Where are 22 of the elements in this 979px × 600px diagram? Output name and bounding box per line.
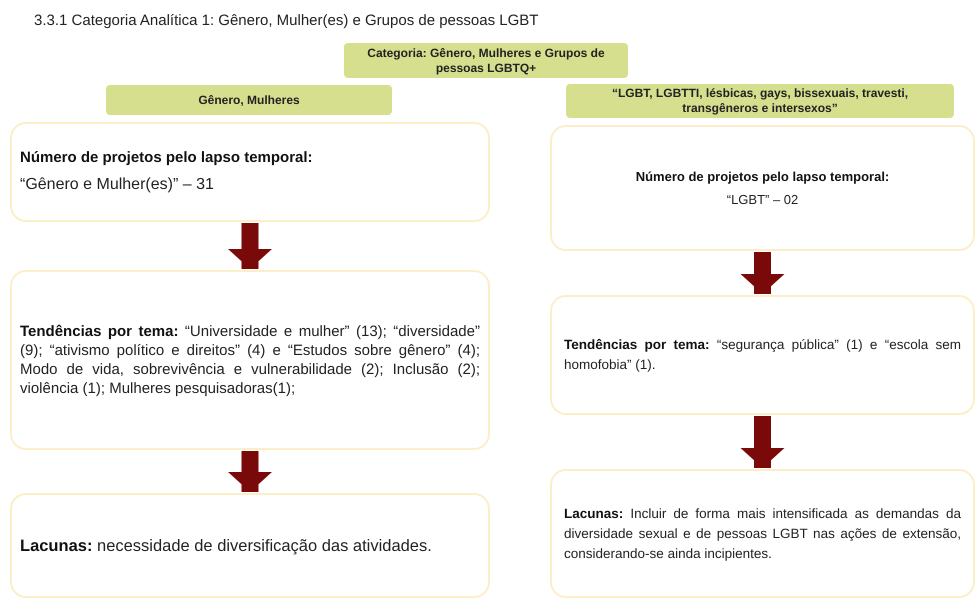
- title: 3.3.1 Categoria Analítica 1: Gênero, Mulher(es) e Grupos de pessoas LGBT: [34, 11, 538, 31]
- block-arrow: [740, 252, 784, 294]
- body-text: “Gênero e Mulher(es)” – 31: [20, 175, 215, 196]
- header-bar: Gênero, Mulheres: [106, 85, 392, 115]
- heading-text: Número de projetos pelo lapso temporal:: [636, 168, 890, 186]
- heading-text: Número de projetos pelo lapso temporal:: [20, 148, 314, 168]
- block-arrow: [740, 416, 784, 468]
- body-text: “LGBT” – 02: [726, 191, 798, 209]
- paragraph: Lacunas: Incluir de forma mais intensificada as demandas da diversidade sexual e de pessoas LGBT nas ações de extensão, considerando-se ainda incipientes.: [564, 504, 961, 563]
- header-bar: Categoria: Gênero, Mulheres e Grupos de pessoas LGBTQ+: [344, 43, 628, 78]
- text-card: [10, 122, 490, 222]
- text-card: [10, 270, 490, 450]
- block-arrow: [228, 451, 272, 492]
- block-arrow: [228, 223, 272, 269]
- paragraph: Tendências por tema: “Universidade e mulher” (13); “diversidade” (9); “ativismo político e direitos” (4) e “Estudos sobre gênero” (4); Modo de vida, sobrevivência e vulnerabilidade (2); Inclusão (2); violência (1); Mulheres pesquisadoras(1);: [20, 322, 480, 398]
- text-card: [550, 125, 975, 251]
- text-card: [550, 295, 975, 415]
- header-bar: “LGBT, LGBTTI, lésbicas, gays, bissexuais, travesti, transgêneros e intersexos”: [566, 84, 954, 118]
- paragraph: Tendências por tema: “segurança pública” (1) e “escola sem homofobia” (1).: [564, 336, 961, 374]
- text-card: [10, 493, 490, 598]
- paragraph: Lacunas: necessidade de diversificação das atividades.: [20, 536, 433, 556]
- text-card: [550, 469, 975, 598]
